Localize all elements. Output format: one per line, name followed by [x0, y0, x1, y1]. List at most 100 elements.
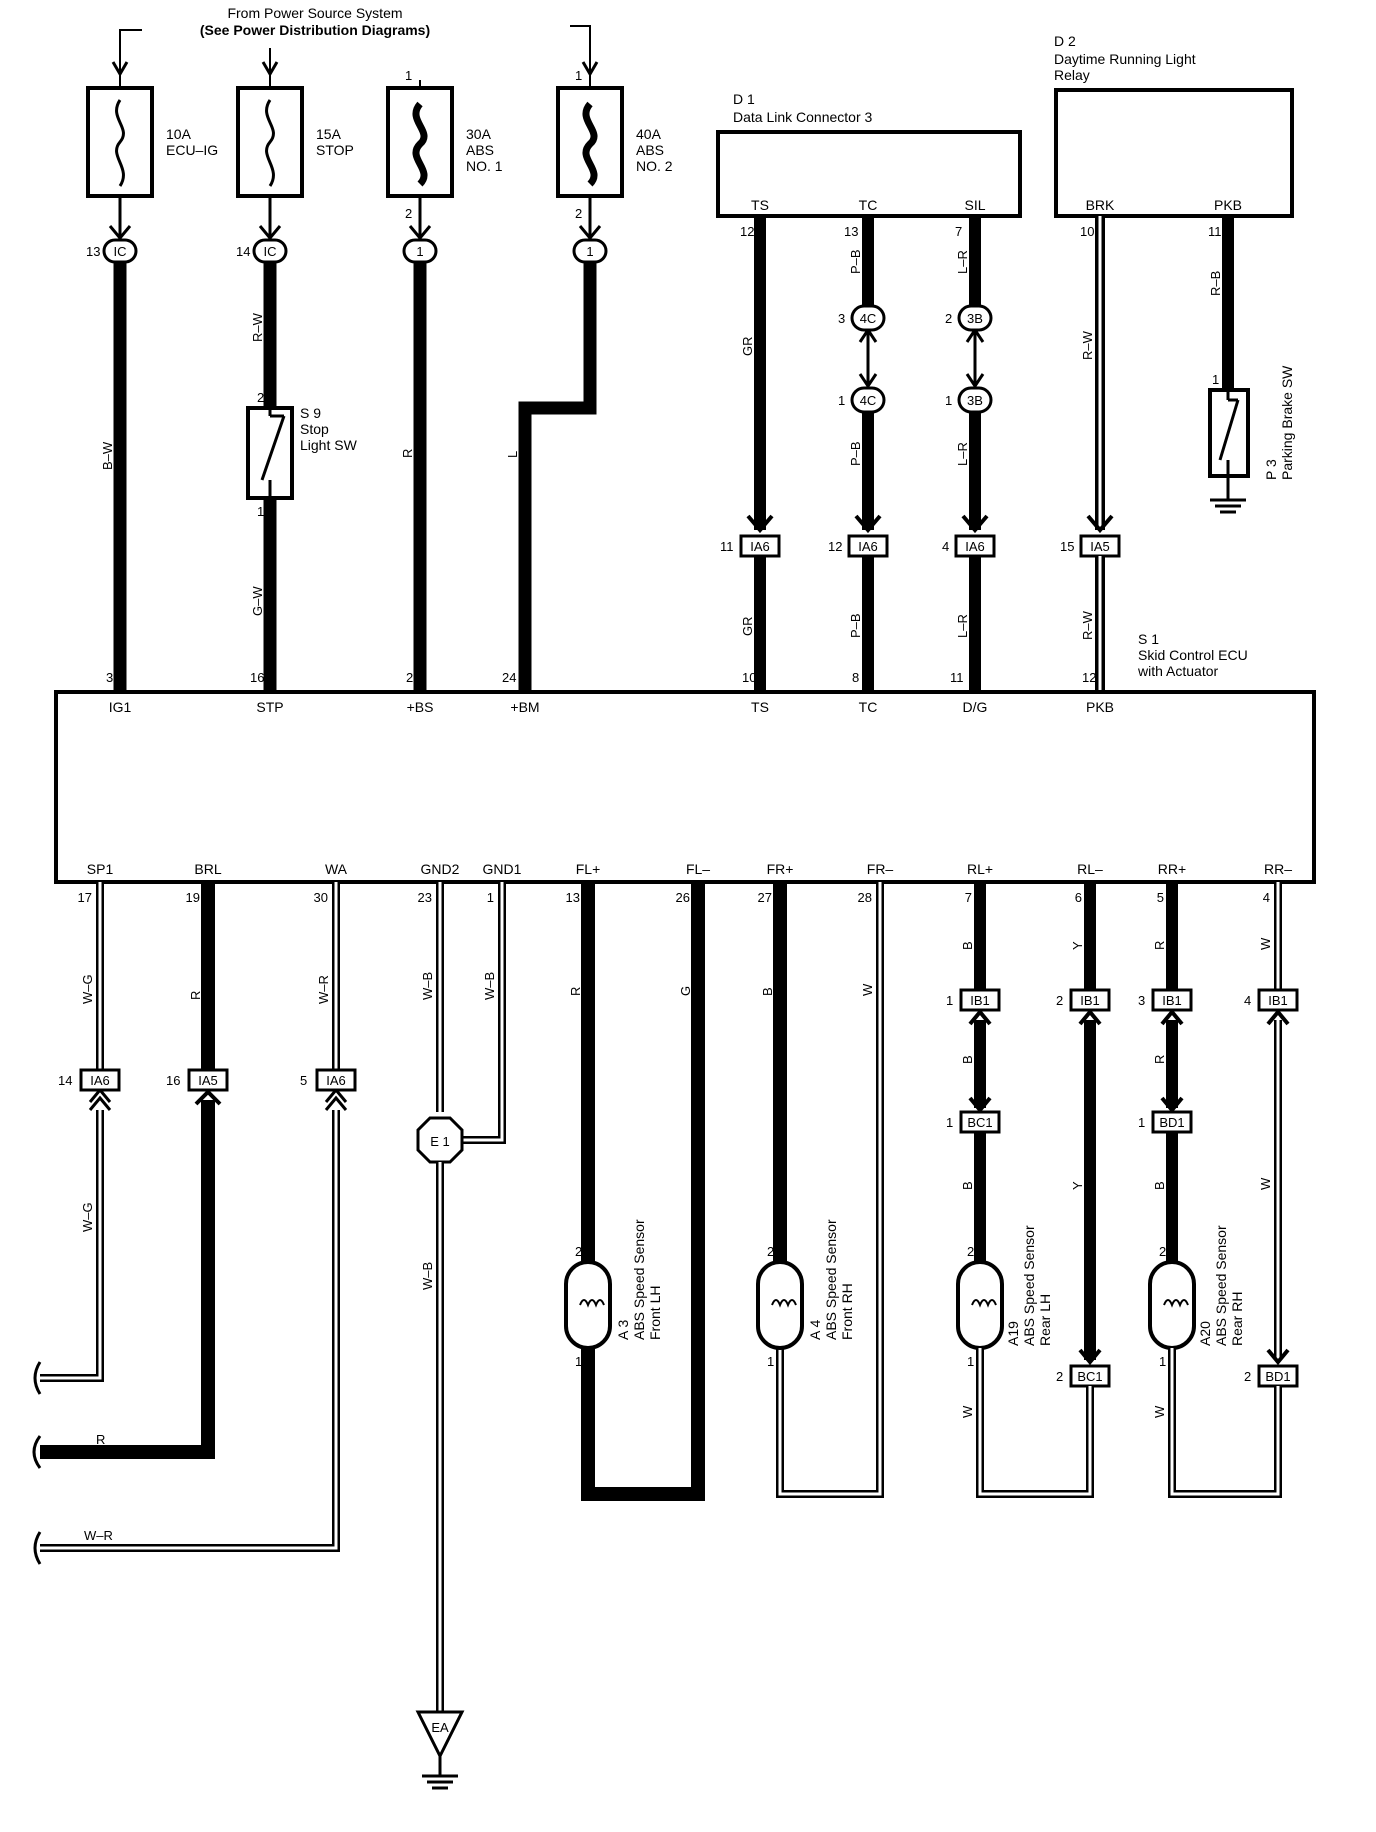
wire-sp1 — [33, 882, 112, 1395]
svg-text:IB1: IB1 — [1268, 993, 1288, 1008]
svg-text:A20: A20 — [1197, 1321, 1213, 1346]
svg-text:2: 2 — [1159, 1244, 1166, 1259]
wire-brk — [1086, 216, 1114, 534]
svg-text:4C: 4C — [860, 311, 877, 326]
connector-ia6-tc: IA6 12 — [828, 514, 889, 558]
wire-fl-loop — [581, 882, 705, 1501]
svg-text:1: 1 — [416, 244, 423, 259]
svg-text:2: 2 — [967, 1244, 974, 1259]
svg-text:1: 1 — [257, 504, 264, 519]
svg-text:13: 13 — [844, 224, 858, 239]
connector-ia6-ts: IA6 11 — [720, 514, 781, 558]
svg-text:R: R — [568, 987, 583, 996]
svg-text:S 9: S 9 — [300, 405, 321, 421]
svg-text:W: W — [860, 983, 875, 996]
fuse-abs-no1: 1 2 30A ABS NO. 1 — [386, 68, 503, 241]
svg-text:2: 2 — [945, 311, 952, 326]
connector-ib1-3: IB1 3 — [1138, 988, 1193, 1012]
svg-text:2: 2 — [405, 206, 412, 221]
svg-text:12: 12 — [828, 539, 842, 554]
svg-text:PKB: PKB — [1214, 197, 1242, 213]
data-link-connector: D 1 Data Link Connector 3 TS TC SIL — [716, 91, 1022, 218]
svg-text:IA6: IA6 — [965, 539, 985, 554]
wire-rl-plus-mid — [968, 1008, 992, 1114]
ecu-terminal-label: FR– — [867, 861, 894, 877]
svg-text:A 3: A 3 — [615, 1320, 631, 1340]
connector-ia6-wa: IA6 5 — [300, 1068, 357, 1092]
svg-text:W: W — [1152, 1405, 1167, 1418]
svg-text:11: 11 — [1208, 224, 1222, 239]
svg-text:14: 14 — [236, 244, 250, 259]
svg-text:R: R — [96, 1432, 105, 1447]
svg-text:14: 14 — [58, 1073, 72, 1088]
svg-text:IA5: IA5 — [198, 1073, 218, 1088]
svg-text:1: 1 — [946, 1115, 953, 1130]
svg-text:40A: 40A — [636, 126, 662, 142]
svg-text:L–R: L–R — [955, 614, 970, 638]
svg-text:ABS Speed Sensor: ABS Speed Sensor — [631, 1219, 647, 1340]
svg-text:TC: TC — [859, 699, 878, 715]
svg-text:1: 1 — [946, 993, 953, 1008]
svg-text:1: 1 — [767, 1354, 774, 1369]
svg-text:L: L — [505, 451, 520, 458]
ecu-bottom-terminals: SP117BRL19WA30GND223GND11FL+13FL–26FR+27… — [78, 861, 1293, 905]
junction-3b-top: 3B 2 — [945, 304, 993, 332]
svg-text:Skid Control ECU: Skid Control ECU — [1138, 647, 1248, 663]
svg-text:PKB: PKB — [1086, 699, 1114, 715]
svg-text:B–W: B–W — [100, 441, 115, 470]
svg-text:R–B: R–B — [1208, 271, 1223, 296]
svg-text:2: 2 — [767, 1244, 774, 1259]
svg-text:Front RH: Front RH — [839, 1283, 855, 1340]
fuse-abs-no2: 1 2 40A ABS NO. 2 — [556, 25, 673, 241]
ecu-terminal-pin: 17 — [78, 890, 92, 905]
svg-text:W: W — [960, 1405, 975, 1418]
svg-text:1: 1 — [1138, 1115, 1145, 1130]
ecu-terminal-label: RR– — [1264, 861, 1292, 877]
svg-text:W–G: W–G — [80, 1202, 95, 1232]
ecu-terminal-pin: 30 — [314, 890, 328, 905]
svg-text:P–B: P–B — [848, 613, 863, 638]
fuse-stop: 15A STOP — [236, 48, 354, 241]
svg-text:IA6: IA6 — [858, 539, 878, 554]
wire-rl-return — [976, 1348, 1094, 1498]
svg-text:12: 12 — [1082, 670, 1096, 685]
svg-text:A19: A19 — [1005, 1321, 1021, 1346]
svg-text:A 4: A 4 — [807, 1320, 823, 1340]
ecu-terminal-label: BRL — [194, 861, 221, 877]
svg-text:IA6: IA6 — [90, 1073, 110, 1088]
svg-text:D 1: D 1 — [733, 91, 755, 107]
ecu-terminal-label: RL+ — [967, 861, 993, 877]
wire-wa — [33, 882, 348, 1565]
svg-text:3: 3 — [838, 311, 845, 326]
svg-text:W–R: W–R — [84, 1528, 113, 1543]
ecu-terminal-pin: 7 — [965, 890, 972, 905]
svg-text:B: B — [760, 987, 775, 996]
ground-junction-e1: E 1 — [416, 1116, 464, 1164]
junction-4c-bottom: 4C 1 — [838, 386, 886, 414]
svg-text:TC: TC — [859, 197, 878, 213]
ecu-terminal-label: FL+ — [576, 861, 601, 877]
svg-text:W–R: W–R — [316, 975, 331, 1004]
ecu-terminal-pin: 19 — [186, 890, 200, 905]
svg-text:+BM: +BM — [510, 699, 539, 715]
junction-4c-top: 4C 3 — [838, 304, 886, 332]
fuse-ecu-ig: 10A ECU–IG — [86, 29, 218, 241]
svg-text:4: 4 — [1244, 993, 1251, 1008]
svg-text:S 1: S 1 — [1138, 631, 1159, 647]
svg-text:Y: Y — [1070, 941, 1085, 950]
svg-text:2: 2 — [1056, 993, 1063, 1008]
svg-text:TS: TS — [751, 699, 769, 715]
svg-text:10A: 10A — [166, 126, 192, 142]
connector-ia6-sp1: IA6 14 — [58, 1068, 121, 1092]
svg-text:2: 2 — [406, 670, 413, 685]
ecu-terminal-label: WA — [325, 861, 348, 877]
wire-rr-minus — [1266, 1008, 1290, 1366]
svg-text:ABS Speed Sensor: ABS Speed Sensor — [823, 1219, 839, 1340]
svg-text:Daytime Running Light: Daytime Running Light — [1054, 51, 1196, 67]
svg-text:P–B: P–B — [848, 441, 863, 466]
wire-fr-minus — [776, 882, 884, 1498]
svg-text:1: 1 — [1159, 1354, 1166, 1369]
svg-text:Rear RH: Rear RH — [1229, 1292, 1245, 1346]
connector-ib1-2: IB1 2 — [1056, 988, 1111, 1012]
junction-1-a: 1 — [402, 238, 438, 264]
